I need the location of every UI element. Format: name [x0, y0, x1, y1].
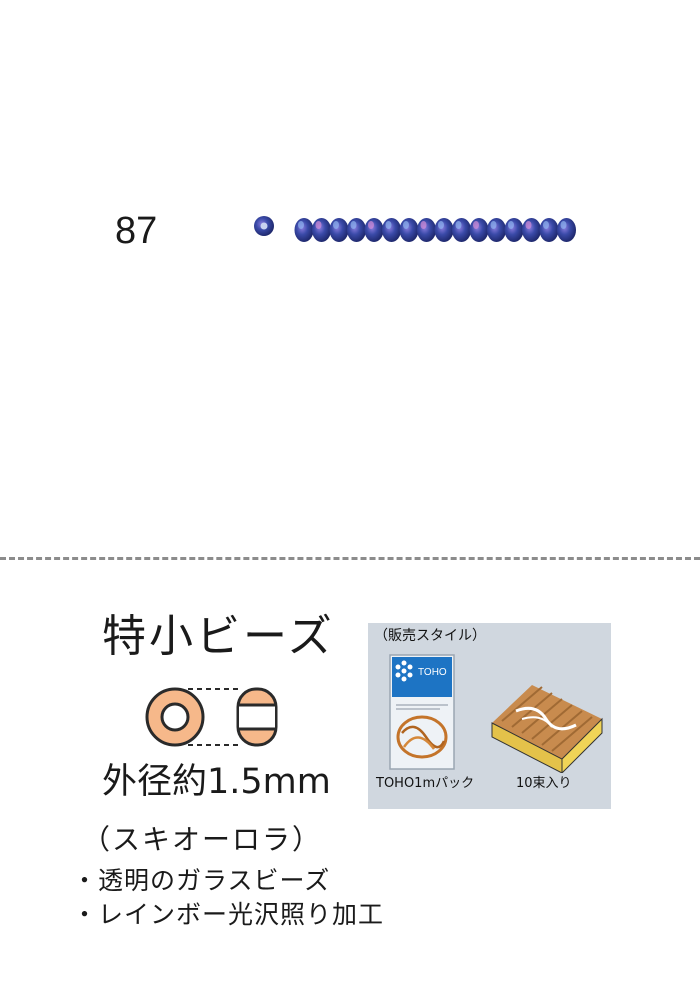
strand-bead	[557, 218, 576, 242]
strand-bead-highlight	[403, 221, 409, 229]
bead-size: 外径約1.5mm	[102, 762, 331, 802]
ten-bundle-box-image	[491, 685, 603, 773]
strand-bead-highlight	[473, 221, 479, 229]
strand-bead	[399, 218, 419, 242]
finish-name: （スキオーロラ）	[82, 823, 323, 856]
bead-type-title: 特小ビーズ	[102, 611, 335, 662]
strand-bead	[329, 218, 349, 242]
strand-bead-highlight	[350, 221, 357, 229]
strand-bead	[417, 218, 436, 242]
strand-bead	[522, 218, 541, 242]
strand-bead-highlight	[525, 221, 532, 229]
strand-bead	[347, 218, 366, 242]
sales-style-title: （販売スタイル）	[374, 628, 486, 644]
strand-bead-highlight	[420, 221, 427, 229]
strand-bead	[312, 218, 331, 242]
strand-bead-highlight	[298, 221, 304, 229]
pack-brand-text: TOHO	[418, 667, 447, 678]
strand-bead-highlight	[490, 221, 497, 229]
toho-pack-image: TOHO	[389, 654, 455, 770]
loose-bead-hole	[260, 222, 268, 230]
sales-style-panel: （販売スタイル） TOHO TOHO1mパック 10束入り	[368, 623, 611, 809]
feature-item: ・レインボー光沢照り加工	[72, 900, 385, 929]
strand-bead-highlight	[315, 221, 322, 229]
strand-bead-highlight	[508, 221, 514, 229]
strand-bead-highlight	[385, 221, 392, 229]
strand-bead	[294, 218, 314, 242]
strand-bead	[487, 218, 506, 242]
strand-bead	[364, 218, 384, 242]
strand-bead	[452, 218, 471, 242]
strand-bead-highlight	[368, 221, 374, 229]
strand-bead-highlight	[560, 221, 567, 229]
color-number: 87	[115, 210, 158, 252]
bundle-label: 10束入り	[516, 776, 572, 791]
strand-bead	[434, 218, 454, 242]
feature-item: ・透明のガラスビーズ	[72, 866, 331, 895]
strand-bead-highlight	[333, 221, 339, 229]
strand-bead-highlight	[455, 221, 462, 229]
strand-bead	[469, 218, 489, 242]
strand-bead-highlight	[543, 221, 549, 229]
bead-strand-icon	[254, 216, 576, 242]
strand-bead	[382, 218, 401, 242]
bead-cross-section-icon	[145, 687, 278, 747]
pack-label: TOHO1mパック	[376, 776, 475, 791]
section-divider	[0, 557, 700, 560]
strand-bead	[504, 218, 524, 242]
strand-bead-highlight	[438, 221, 444, 229]
strand-bead	[539, 218, 559, 242]
